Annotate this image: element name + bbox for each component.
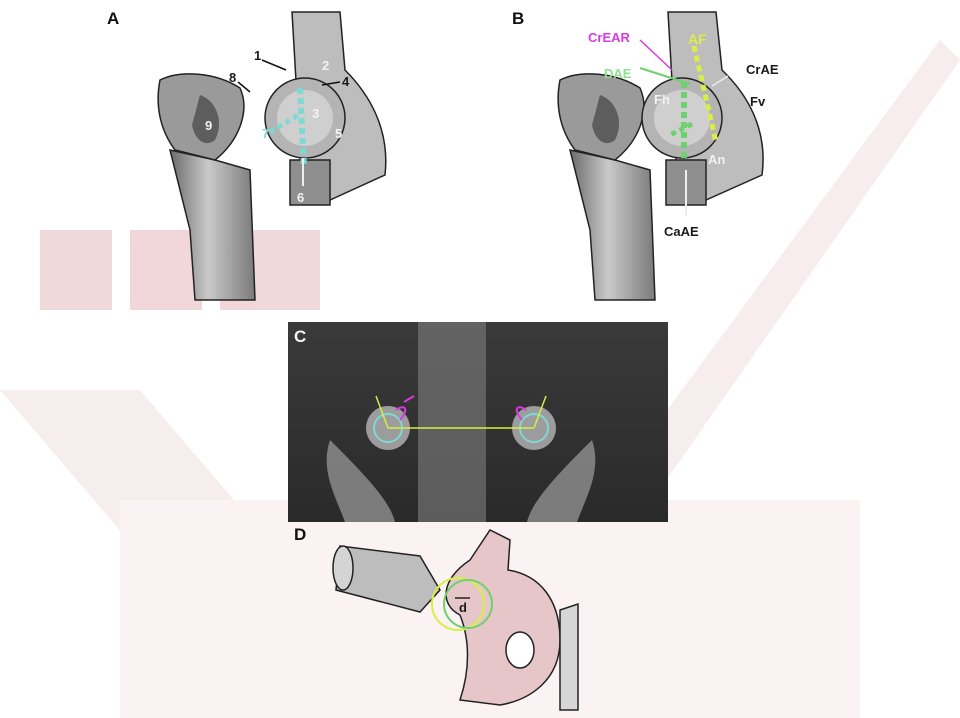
panel-c-letter: C: [294, 327, 306, 346]
panel-a-letter: A: [107, 9, 119, 28]
panel-b-illustration: [558, 12, 763, 300]
label-4: 4: [342, 74, 350, 89]
label-2: 2: [322, 58, 329, 73]
label-caae: CaAE: [664, 224, 699, 239]
label-3: 3: [312, 106, 319, 121]
label-an: An: [708, 152, 725, 167]
label-fh: Fh: [654, 92, 670, 107]
label-7: 7: [262, 126, 269, 141]
label-d: d: [459, 600, 467, 615]
label-crear: CrEAR: [588, 30, 631, 45]
panel-b-letter: B: [512, 9, 524, 28]
label-8: 8: [229, 70, 236, 85]
label-dae: DAE: [604, 66, 632, 81]
label-9: 9: [205, 118, 212, 133]
label-fv: Fv: [750, 94, 766, 109]
label-5: 5: [335, 126, 342, 141]
label-crae: CrAE: [746, 62, 779, 77]
panel-d-letter: D: [294, 525, 306, 544]
label-1: 1: [254, 48, 261, 63]
label-af: AF: [688, 31, 707, 47]
label-6: 6: [297, 190, 304, 205]
panel-c-radiograph: [288, 322, 668, 522]
